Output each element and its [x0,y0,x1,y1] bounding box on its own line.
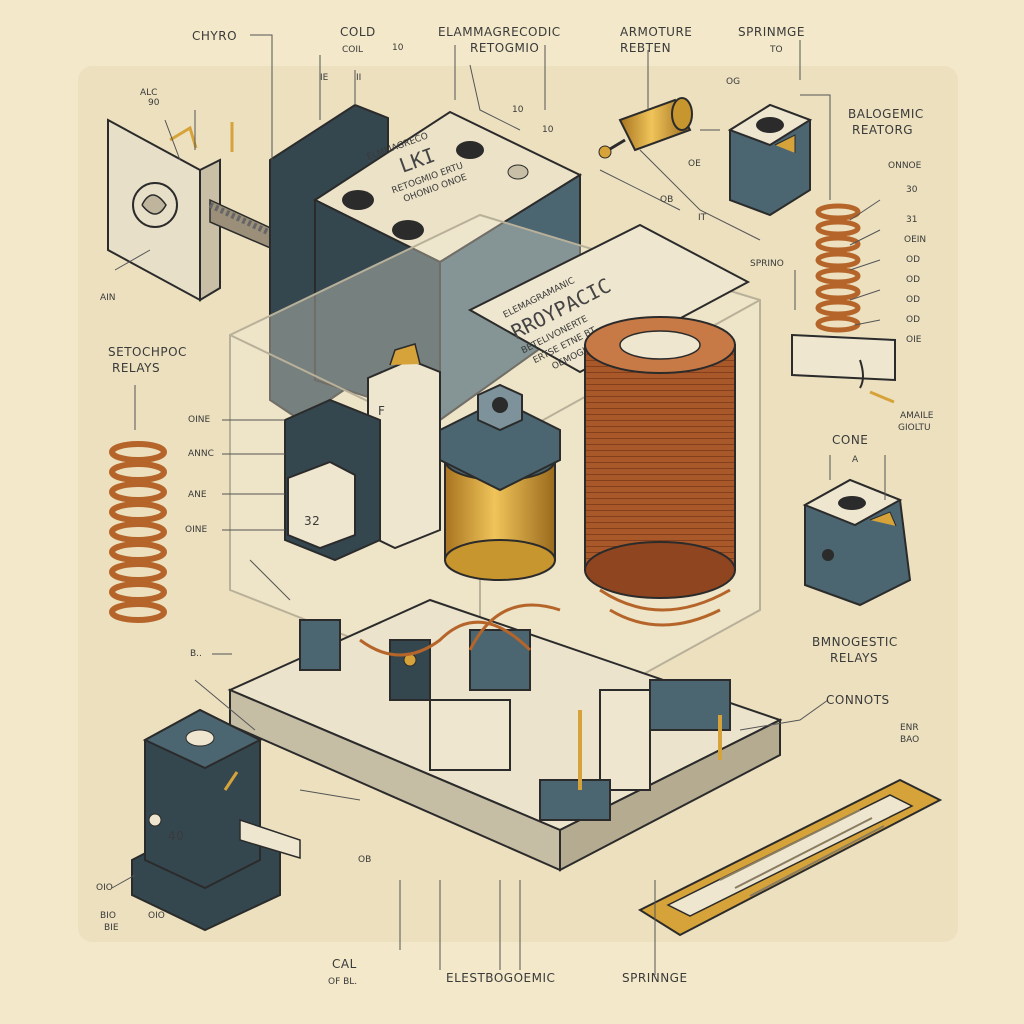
small-tag: 32 [304,514,320,528]
label-springe-bottom: SPRINNGE [622,971,688,985]
label-onnoe: ONNOE [888,161,922,171]
label-gioltu: GIOLTU [898,423,931,433]
label-ie: IE [320,73,329,83]
label-setochpoc: SETOCHPOC [108,345,187,359]
label-90: 90 [148,98,160,108]
label-annc: ANNC [188,449,214,459]
label-10-b: 10 [542,125,554,135]
label-od-4: OD [906,315,920,325]
label-armature: ARMOTURE [620,25,692,39]
right-bracket [791,333,896,404]
label-sprino: SPRINO [750,259,784,269]
label-10-a: 10 [512,105,524,115]
label-cal: CAL [332,957,357,971]
copper-coil [584,316,736,627]
switch-block: F [367,343,441,550]
label-amaile: AMAILE [900,411,934,421]
label-electromagnetic: ELAMMAGRECODIC [438,25,561,39]
spring-left [109,441,167,623]
brass-armature [439,383,561,581]
label-od-1: OD [906,255,920,265]
label-reatorg: REATORG [852,123,913,137]
label-electromagnetic-bottom: ELESTBOGOEMIC [446,971,555,985]
label-coil: COIL [342,45,363,55]
label-cone-a: A [852,455,859,465]
label-cone: CONE [832,433,868,447]
label-it: IT [698,213,707,223]
label-31: 31 [906,215,917,225]
label-relays-left: RELAYS [112,361,160,375]
contact-block-left: 32 [284,398,381,562]
label-rebten: REBTEN [620,41,671,55]
label-b: B.. [190,649,202,659]
terminal-cube-top [727,103,813,217]
spring-right [815,203,861,333]
label-bmnogestic: BMNOGESTIC [812,635,898,649]
label-balogemic: BALOGEMIC [848,107,924,121]
label-bie: BIE [104,923,119,933]
label-retogmio: RETOGMIO [470,41,539,55]
label-oine-1: OINE [188,415,210,425]
label-oine-2: OINE [185,525,207,535]
base-tag: 40 [168,829,184,843]
label-oein: OEIN [904,235,926,245]
label-chyro: CHYRO [192,29,237,43]
label-10-c: 10 [392,43,404,53]
label-ob-1: OB [660,195,673,205]
label-enr: ENR [900,723,919,733]
leader-lines [111,34,886,975]
base-unit: 40 [131,708,301,932]
label-ii: II [356,73,361,83]
front-nameplate: ELEMAGRAMANIC RROYPACIC BETELIVONERTE ER… [467,223,751,374]
label-30: 30 [906,185,918,195]
label-od-3: OD [906,295,920,305]
brass-plate [637,778,943,937]
label-of-bl: OF BL. [328,977,357,987]
label-bio: BIO [100,911,116,921]
label-od-2: OD [906,275,920,285]
small-armature [598,97,693,159]
label-oe: OE [688,159,701,169]
label-og: OG [726,77,740,87]
terminal-cube-mid [802,478,912,607]
label-connots: CONNOTS [826,693,890,707]
label-bao: BAO [900,735,919,745]
label-alc: ALC [140,88,157,98]
label-oie: OIE [906,335,922,345]
label-springe-top: SPRINMGE [738,25,805,39]
label-oio-2: OIO [148,911,165,921]
terminal-blocks [299,603,731,821]
label-ane: ANE [188,490,207,500]
switch-tag: F [378,404,385,418]
label-ain: AIN [100,293,116,303]
label-oio: OIO [96,883,113,893]
label-relays-right: RELAYS [830,651,878,665]
label-cold: COLD [340,25,376,39]
label-to: TO [769,45,783,55]
label-ob-2: OB [358,855,371,865]
